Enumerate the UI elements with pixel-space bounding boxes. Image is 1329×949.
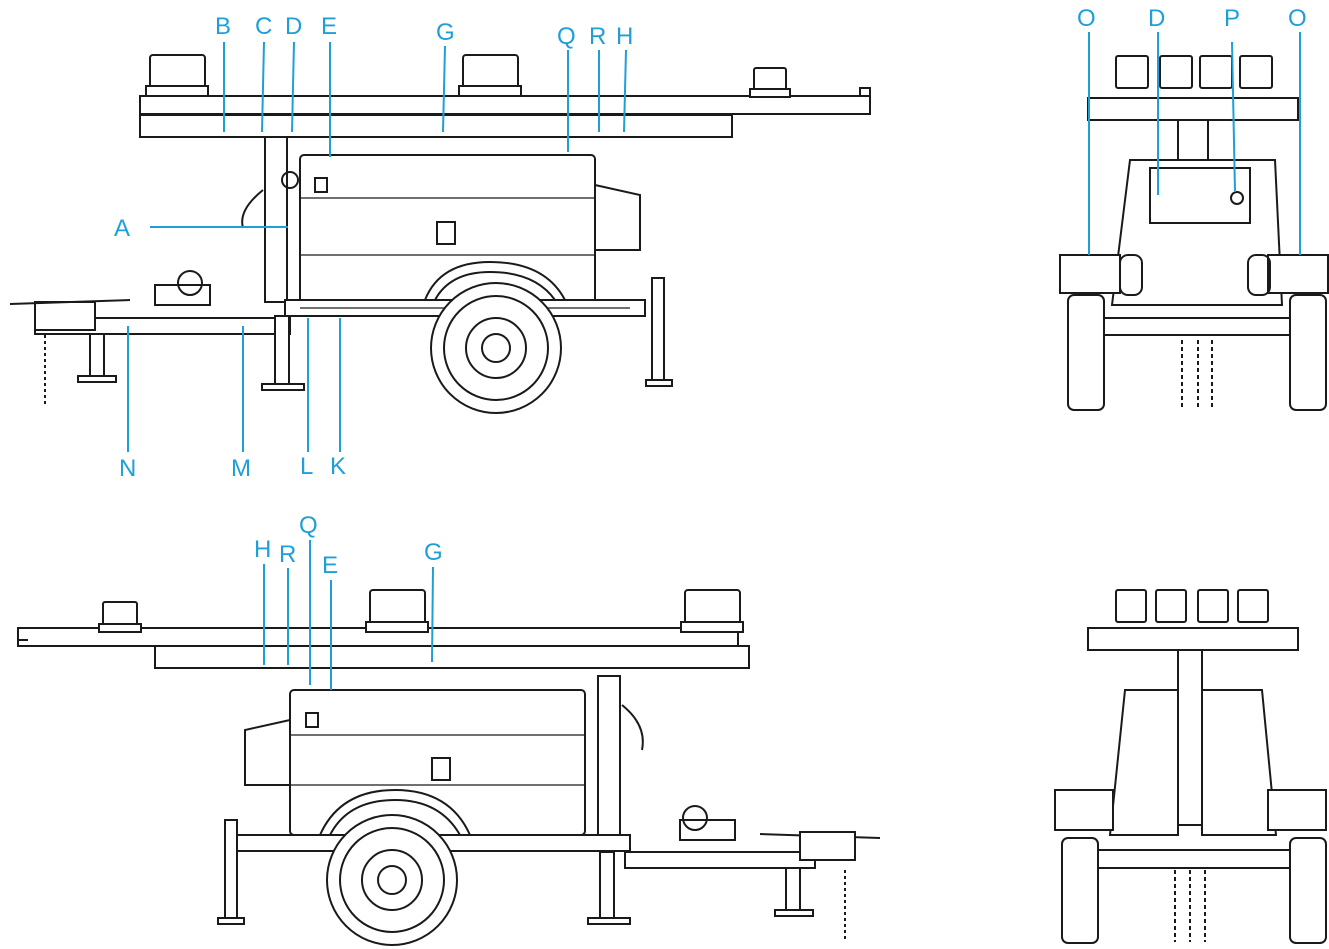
callout-r: R xyxy=(589,23,606,50)
callout-h-lower: H xyxy=(254,536,271,563)
callout-leaders xyxy=(127,32,1301,690)
callout-g-lower: G xyxy=(424,539,443,566)
callout-h: H xyxy=(616,23,633,50)
callout-n: N xyxy=(119,455,136,482)
rear-view xyxy=(1059,55,1329,411)
callout-o-left: O xyxy=(1077,5,1096,32)
side-view-left xyxy=(9,54,871,414)
callout-e: E xyxy=(321,13,337,40)
callout-d: D xyxy=(285,13,302,40)
callout-labels: A B C D E G Q R H N M L K O D P O H R Q … xyxy=(114,5,1307,579)
callout-b: B xyxy=(215,13,231,40)
floodlight-lamp xyxy=(145,54,209,97)
callout-q: Q xyxy=(557,23,576,50)
callout-k: K xyxy=(330,453,346,480)
callout-a: A xyxy=(114,215,130,242)
wheel xyxy=(430,282,562,414)
callout-l: L xyxy=(300,453,313,480)
side-view-right xyxy=(17,589,881,946)
wheel xyxy=(326,814,458,946)
callout-g: G xyxy=(436,19,455,46)
callout-m: M xyxy=(231,455,251,482)
callout-r-lower: R xyxy=(279,541,296,568)
floodlight-lamp xyxy=(458,54,522,97)
floodlight-lamp xyxy=(749,67,791,98)
callout-d-rear: D xyxy=(1148,5,1165,32)
callout-p: P xyxy=(1224,5,1240,32)
callout-q-lower: Q xyxy=(299,512,318,539)
callout-e-lower: E xyxy=(322,552,338,579)
callout-c: C xyxy=(255,13,272,40)
front-view xyxy=(1054,589,1327,944)
callout-o-right: O xyxy=(1288,5,1307,32)
